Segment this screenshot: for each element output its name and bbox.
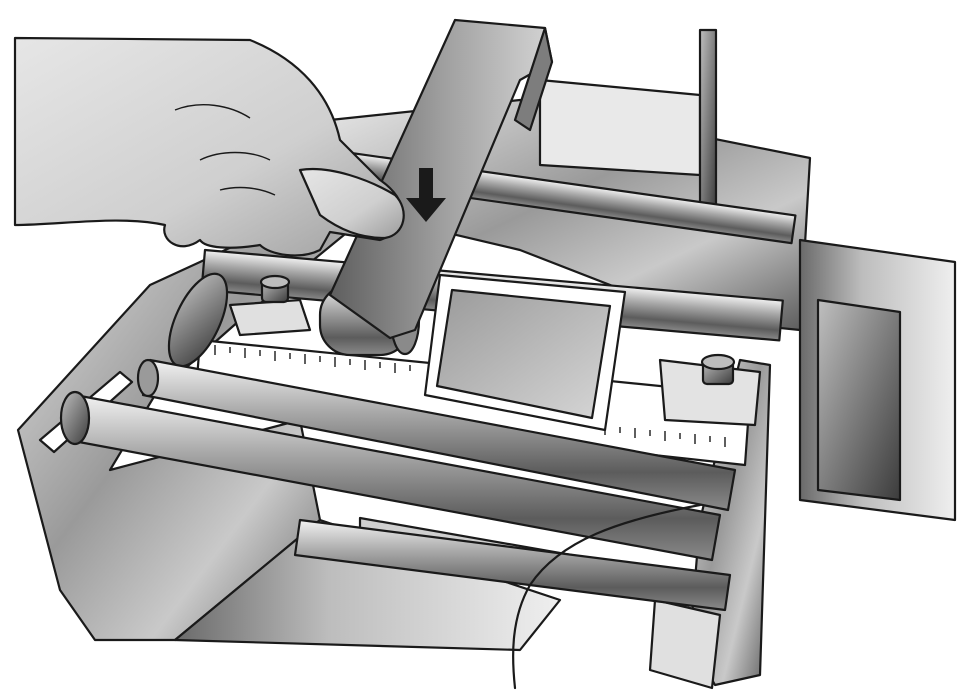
label (435, 288, 612, 420)
lever-handle-edge (513, 26, 554, 132)
front-rod (136, 358, 737, 512)
hand (13, 36, 404, 257)
arrow-down-icon (406, 168, 446, 222)
housing-window (816, 298, 902, 502)
left-thumb-screw[interactable] (259, 274, 291, 304)
roll-block (538, 78, 702, 177)
right-thumb-screw[interactable] (700, 353, 736, 386)
back-post (698, 28, 718, 212)
power-cable (512, 503, 702, 690)
hand-creases (174, 104, 276, 196)
left-guide-block (228, 298, 312, 337)
bottom-rod (293, 518, 732, 612)
right-front-block (648, 598, 722, 690)
thumb (298, 168, 405, 240)
lower-rod (59, 390, 722, 562)
base-tray (173, 518, 562, 652)
